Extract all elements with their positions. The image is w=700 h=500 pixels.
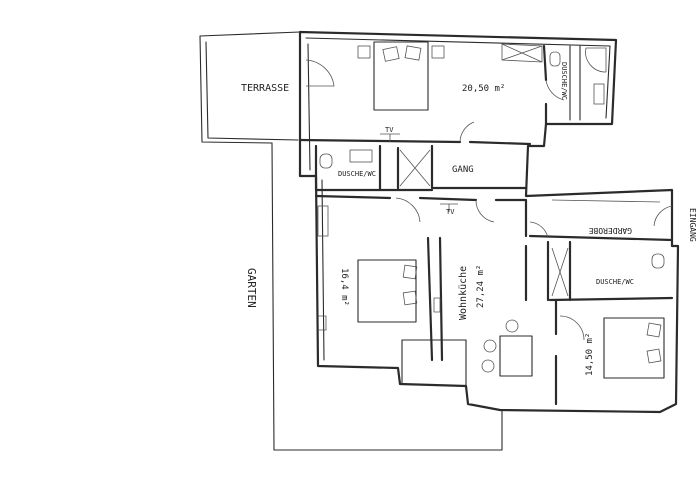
kitchen-sink xyxy=(433,297,441,313)
kitchen-counter xyxy=(401,339,467,387)
bed-left xyxy=(357,259,417,323)
wardrobe-top xyxy=(501,43,543,63)
closet-left xyxy=(317,205,329,237)
pillow-right-1 xyxy=(646,322,662,338)
label-eingang: EINGANG xyxy=(688,208,697,242)
door-swing-top-left xyxy=(305,59,335,87)
wc-right xyxy=(651,253,665,269)
shower-right xyxy=(551,247,569,297)
pillow-top-1 xyxy=(382,46,400,62)
label-tv-middle: TV xyxy=(446,208,455,216)
sink-left xyxy=(349,149,373,163)
wall-dusche-top-right xyxy=(569,45,581,121)
door-swing-gang xyxy=(459,121,475,143)
label-gang: GANG xyxy=(452,165,474,175)
outer-wall xyxy=(298,30,680,414)
garden-boundary xyxy=(199,31,503,451)
basin-top-right xyxy=(593,83,605,105)
wall-corridor xyxy=(314,194,528,302)
label-wohnkueche-area: 27,24 m² xyxy=(476,265,486,308)
garderobe-edge xyxy=(551,199,661,203)
label-bedroom-right-area: 14,50 m² xyxy=(585,333,595,376)
tv-marker-top xyxy=(380,133,400,142)
bed-right xyxy=(603,317,665,379)
label-dusche-wc-right: DUSCHE/WC xyxy=(596,278,634,286)
label-bedroom-top-area: 20,50 m² xyxy=(462,84,505,94)
door-swing-right xyxy=(529,221,549,239)
wall-dusche-left xyxy=(314,144,528,192)
label-garderobe: GARDEROBE xyxy=(588,226,632,235)
door-swing-top-right xyxy=(545,79,565,101)
label-bedroom-left-area: 16,4 m² xyxy=(339,268,349,306)
tv-marker-mid xyxy=(440,203,458,212)
nightstand-top-1 xyxy=(357,45,371,59)
bed-top xyxy=(373,41,429,111)
label-tv-top: TV xyxy=(385,126,394,134)
label-garten: GARTEN xyxy=(245,268,258,308)
pillow-left-1 xyxy=(402,264,418,280)
door-swing-mid-right xyxy=(475,199,495,223)
label-wohnkueche: Wohnküche xyxy=(458,266,469,320)
label-dusche-wc-left: DUSCHE/WC xyxy=(338,170,376,178)
door-swing-mid-left xyxy=(395,197,421,223)
pillow-left-2 xyxy=(402,290,418,306)
wc-left xyxy=(319,153,333,169)
label-terrasse: TERRASSE xyxy=(241,83,289,94)
wc-top-right xyxy=(549,51,561,67)
shower-left xyxy=(399,149,431,187)
label-dusche-wc-top-right: DUSCHE/WC xyxy=(560,62,568,100)
door-swing-entrance xyxy=(653,205,673,227)
pillow-top-2 xyxy=(404,45,422,61)
dining-table xyxy=(499,335,533,377)
terrace-edge xyxy=(205,41,299,141)
shower-top-right xyxy=(585,47,607,73)
window-left xyxy=(318,315,327,331)
chair-1 xyxy=(483,339,497,353)
wall-bedroom-top xyxy=(298,44,548,146)
pillow-right-2 xyxy=(646,348,662,364)
chair-3 xyxy=(505,319,519,333)
door-swing-bedroom-right xyxy=(559,315,585,341)
nightstand-top-2 xyxy=(431,45,445,59)
chair-2 xyxy=(481,359,495,373)
wall-dusche-right xyxy=(528,234,674,302)
